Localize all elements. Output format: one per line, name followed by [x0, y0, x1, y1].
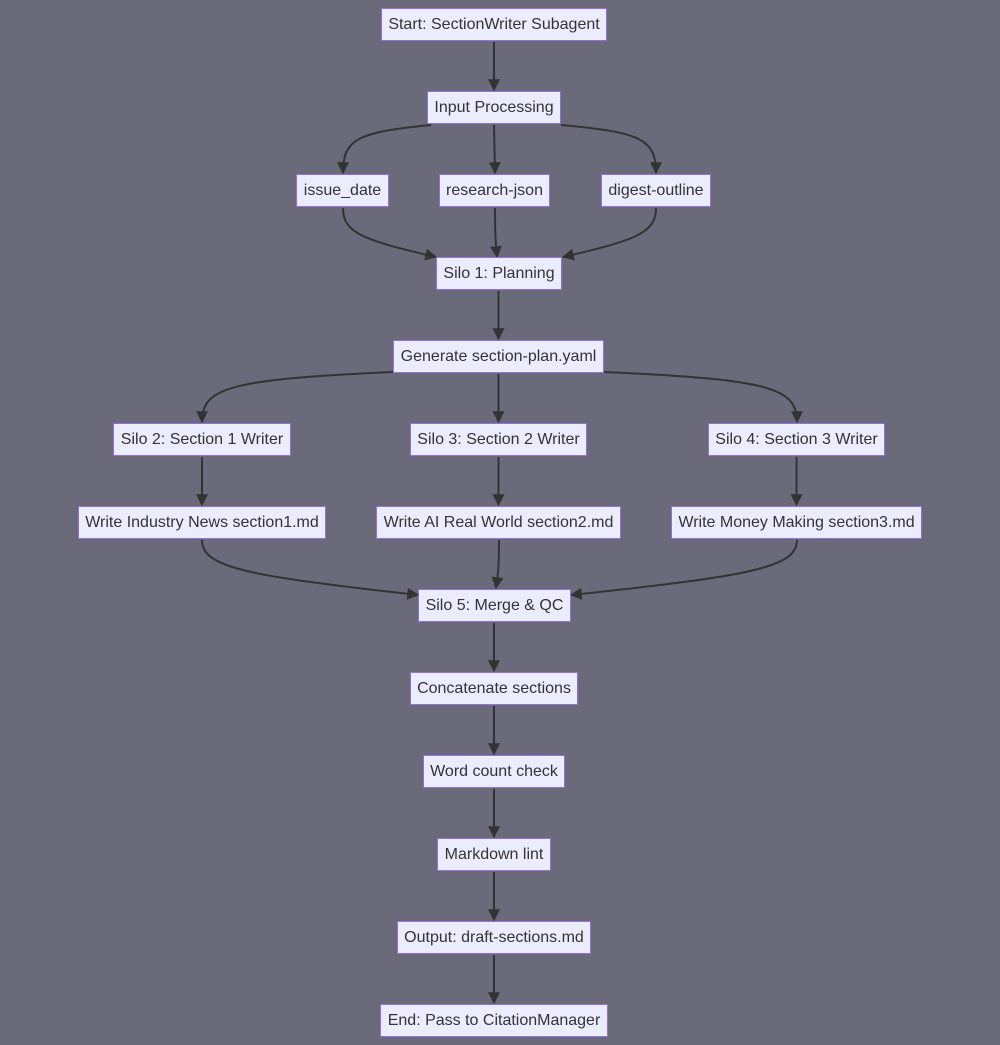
node-research: research-json	[439, 174, 550, 207]
node-silo2: Silo 2: Section 1 Writer	[113, 423, 291, 456]
node-end: End: Pass to CitationManager	[380, 1004, 608, 1037]
node-input: Input Processing	[427, 91, 561, 124]
node-start: Start: SectionWriter Subagent	[381, 8, 607, 41]
edge-input-to-research	[488, 124, 501, 175]
node-silo3: Silo 3: Section 2 Writer	[410, 423, 587, 456]
edge-digest-to-silo1	[561, 207, 657, 261]
node-w1: Write Industry News section1.md	[78, 506, 326, 539]
edge-w1-to-silo5	[201, 539, 420, 600]
edge-issue-to-silo1	[342, 207, 438, 261]
edge-input-to-digest	[560, 124, 662, 175]
edge-research-to-silo1	[490, 207, 502, 259]
node-plan: Generate section-plan.yaml	[393, 340, 604, 373]
edge-plan-to-silo2	[196, 371, 394, 424]
node-w3: Write Money Making section3.md	[671, 506, 922, 539]
edge-w3-to-silo5	[569, 539, 798, 600]
node-silo4: Silo 4: Section 3 Writer	[708, 423, 885, 456]
node-lint: Markdown lint	[437, 838, 551, 871]
edge-w2-to-silo5	[491, 539, 504, 590]
node-w2: Write AI Real World section2.md	[376, 506, 621, 539]
edge-input-to-issue	[337, 124, 432, 175]
node-silo5: Silo 5: Merge & QC	[418, 589, 571, 622]
node-silo1: Silo 1: Planning	[436, 257, 562, 290]
node-digest: digest-outline	[601, 174, 711, 207]
node-issue: issue_date	[296, 174, 389, 207]
edge-plan-to-silo4	[603, 371, 803, 424]
node-output: Output: draft-sections.md	[397, 921, 591, 954]
node-word: Word count check	[423, 755, 565, 788]
node-concat: Concatenate sections	[410, 672, 578, 705]
